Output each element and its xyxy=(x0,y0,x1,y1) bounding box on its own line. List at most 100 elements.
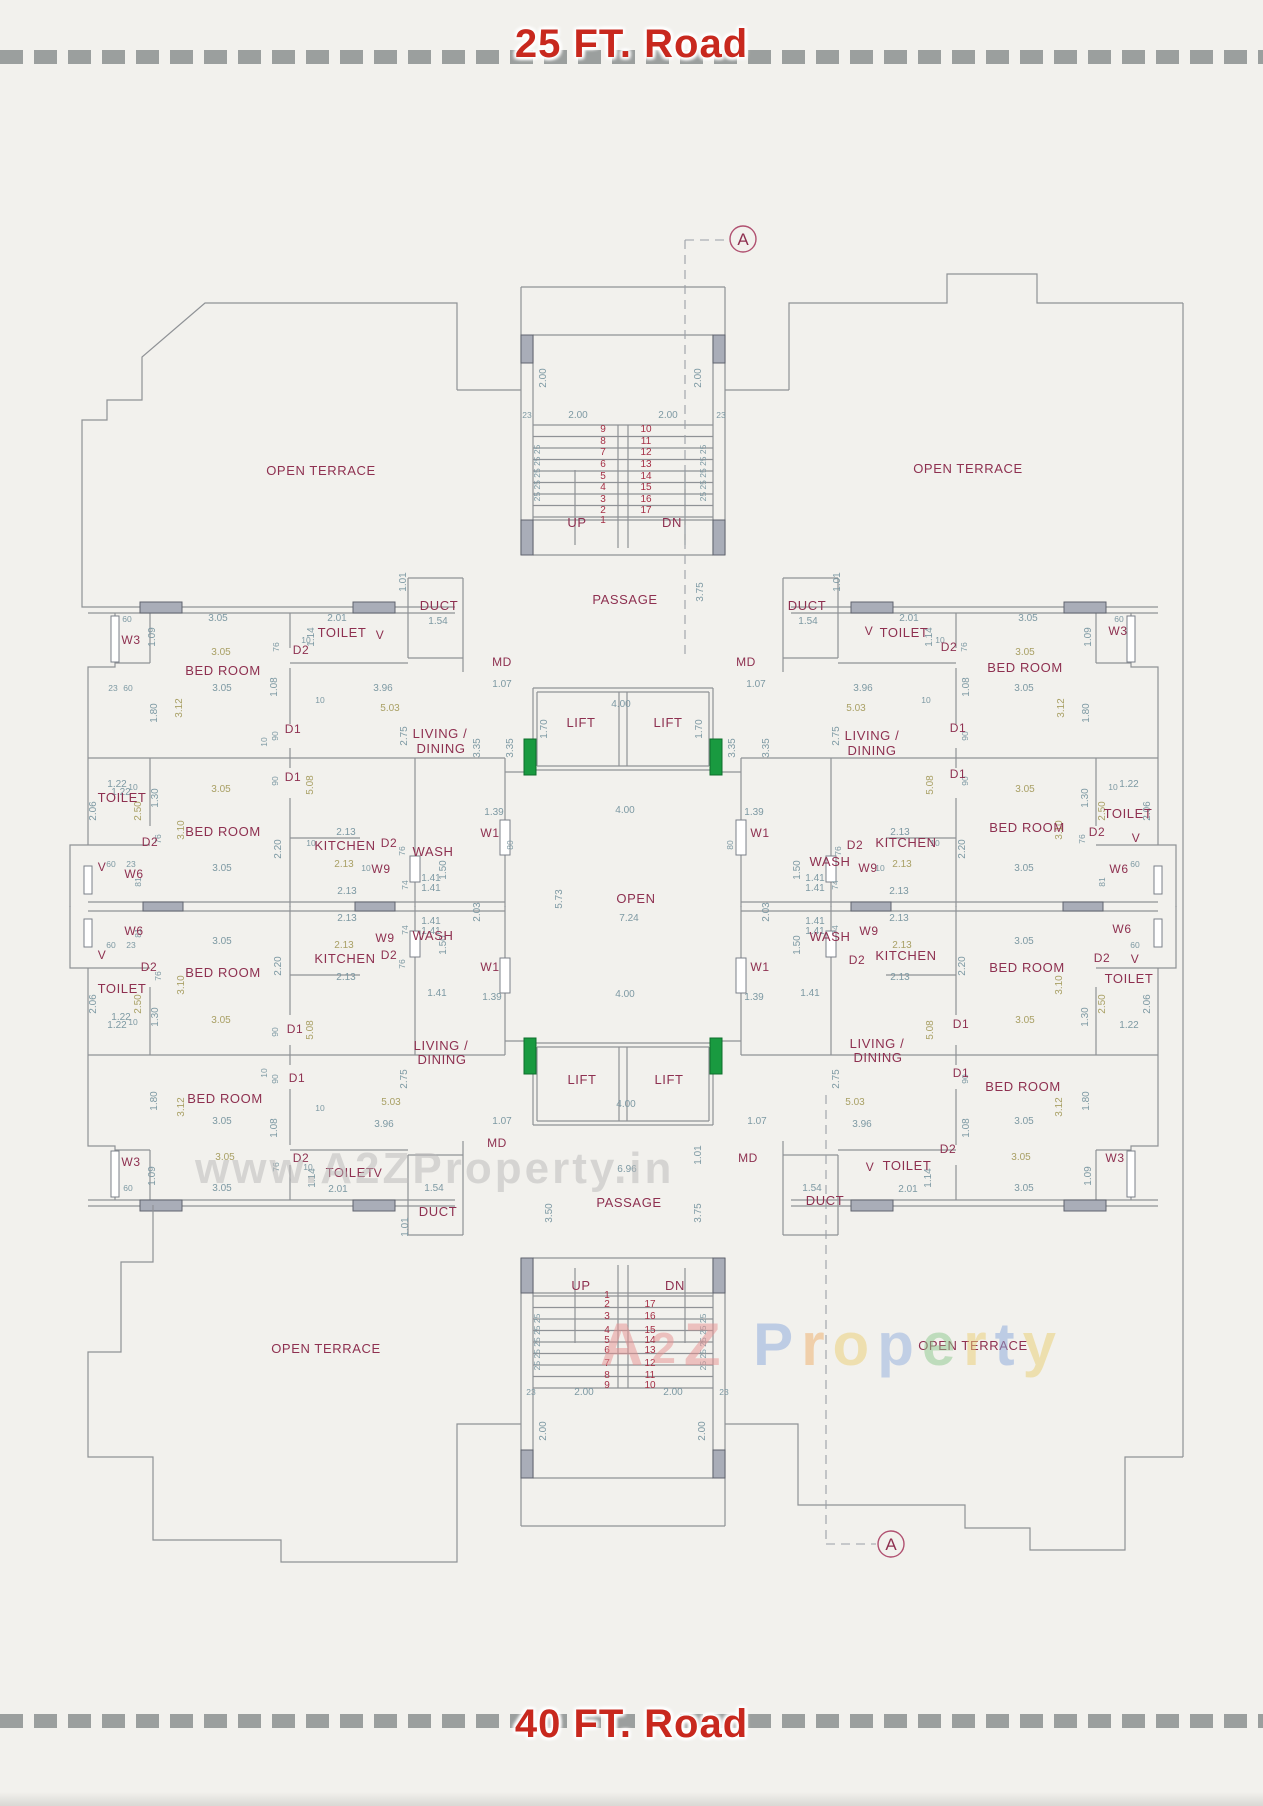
dimension-label: 2.01 xyxy=(899,613,919,624)
dimension-label: 1.39 xyxy=(744,807,764,818)
stair-step-number: 4 xyxy=(604,1325,610,1336)
dimension-label: 2.00 xyxy=(658,410,678,421)
room-label: KITCHEN xyxy=(875,835,936,850)
stair-step-number: 11 xyxy=(645,1370,656,1381)
dimension-label: 3.05 xyxy=(212,1183,232,1194)
room-label: BED ROOM xyxy=(185,824,261,839)
stair-step-number: 2 xyxy=(600,505,606,516)
dimension-label: 90 xyxy=(270,776,280,786)
dimension-label: 76 xyxy=(397,846,407,856)
room-label: WASH xyxy=(413,928,454,943)
column-pillar xyxy=(139,601,183,614)
dimension-label: 1.30 xyxy=(150,1007,161,1027)
dimension-label: 60 xyxy=(123,1183,133,1193)
room-label: KITCHEN xyxy=(314,838,375,853)
stair-step-number: 16 xyxy=(644,1311,656,1322)
dimension-label: 3.05 xyxy=(212,936,232,947)
dimension-label: 2.20 xyxy=(273,839,284,859)
terrace-boundary xyxy=(788,273,1183,390)
dimension-label: 1.14 xyxy=(923,1168,934,1188)
door-window-label: D1 xyxy=(950,767,967,781)
terrace-boundary xyxy=(87,1205,521,1563)
dimension-label: 3.05 xyxy=(1015,784,1035,795)
column-pillar xyxy=(139,1199,183,1212)
dimension-label: 2.13 xyxy=(337,913,357,924)
dimension-label: 3.05 xyxy=(1014,1116,1034,1127)
stair-step-number: 17 xyxy=(640,505,652,516)
stair-step-number: 3 xyxy=(600,494,606,505)
stair-step-number: 14 xyxy=(640,471,652,482)
dimension-label: 2.00 xyxy=(663,1387,683,1398)
window-glyph xyxy=(409,930,421,958)
dimension-label: 90 xyxy=(960,776,970,786)
room-label: WASH xyxy=(413,844,454,859)
dimension-label: 3.50 xyxy=(544,1203,555,1223)
stair-step-number: 3 xyxy=(604,1311,610,1322)
dimension-label: 2.01 xyxy=(328,1184,348,1195)
dimension-label: 1.70 xyxy=(539,719,550,739)
lift-door-marker xyxy=(709,738,723,776)
dimension-label: 80 xyxy=(725,840,735,850)
dimension-label: 60 xyxy=(1114,614,1124,624)
dimension-label: 2.06 xyxy=(88,801,99,821)
stair-step-number: 16 xyxy=(640,494,652,505)
dimension-label: 81 xyxy=(1097,877,1107,887)
dimension-label: 3.12 xyxy=(174,698,185,718)
dimension-label: 4.00 xyxy=(616,1099,636,1110)
window-glyph xyxy=(1126,615,1136,663)
dimension-label: 25 25 25 25 25 xyxy=(532,444,542,501)
dimension-label: 2.20 xyxy=(957,839,968,859)
dimension-label: 2.00 xyxy=(568,410,588,421)
dimension-label: 1.50 xyxy=(438,935,449,955)
dimension-label: 3.75 xyxy=(693,1203,704,1223)
dimension-label: 74 xyxy=(400,925,410,935)
room-label: BED ROOM xyxy=(989,960,1065,975)
dimension-label: 2.13 xyxy=(890,972,910,983)
dimension-label: 2.03 xyxy=(761,902,772,922)
dimension-label: 25 25 25 25 25 xyxy=(698,1313,708,1370)
dimension-label: 3.12 xyxy=(176,1097,187,1117)
door-window-label: D2 xyxy=(142,835,159,849)
dimension-label: 1.08 xyxy=(961,1118,972,1138)
dimension-label: 2.50 xyxy=(1097,801,1108,821)
stair-step-number: 13 xyxy=(644,1345,656,1356)
dimension-label: 3.75 xyxy=(695,582,706,602)
dimension-label: 3.05 xyxy=(1014,863,1034,874)
section-marker-circle xyxy=(877,1530,905,1558)
stair-step-number: 15 xyxy=(640,482,652,493)
dimension-label: 3.05 xyxy=(1015,1015,1035,1026)
dimension-label: 7.24 xyxy=(619,913,639,924)
dimension-label: 1.41 xyxy=(805,926,825,937)
terrace-boundary xyxy=(81,302,458,608)
dimension-label: 10 xyxy=(930,838,940,848)
dimension-label: 1.22 xyxy=(111,1012,131,1023)
room-label: UP xyxy=(571,1278,590,1293)
dimension-label: 60 xyxy=(122,614,132,624)
door-window-label: W3 xyxy=(1108,624,1127,638)
dimension-label: 1.41 xyxy=(805,883,825,894)
dimension-label: 1.50 xyxy=(438,860,449,880)
dimension-label: 3.05 xyxy=(212,863,232,874)
dimension-label: 2.75 xyxy=(399,726,410,746)
door-window-label: V xyxy=(98,948,107,962)
section-marker-label: A xyxy=(737,230,749,249)
room-label: BED ROOM xyxy=(185,663,261,678)
dimension-label: 10 xyxy=(361,863,371,873)
room-label: DINING xyxy=(847,743,896,758)
room-label: OPEN TERRACE xyxy=(266,463,376,478)
dimension-label: 2.75 xyxy=(831,726,842,746)
dimension-label: 5.03 xyxy=(381,1097,401,1108)
room-label: BED ROOM xyxy=(985,1079,1061,1094)
room-label: LIFT xyxy=(566,715,595,730)
room-label: KITCHEN xyxy=(875,948,936,963)
lift-door-marker xyxy=(523,738,537,776)
dimension-label: 2.13 xyxy=(334,940,354,951)
door-window-label: W6 xyxy=(124,924,143,938)
room-label: OPEN TERRACE xyxy=(913,461,1023,476)
dimension-label: 81 xyxy=(133,928,143,938)
dimension-label: 23 xyxy=(719,1387,729,1397)
dimension-label: 1.54 xyxy=(802,1183,822,1194)
dimension-label: 1.07 xyxy=(492,679,512,690)
